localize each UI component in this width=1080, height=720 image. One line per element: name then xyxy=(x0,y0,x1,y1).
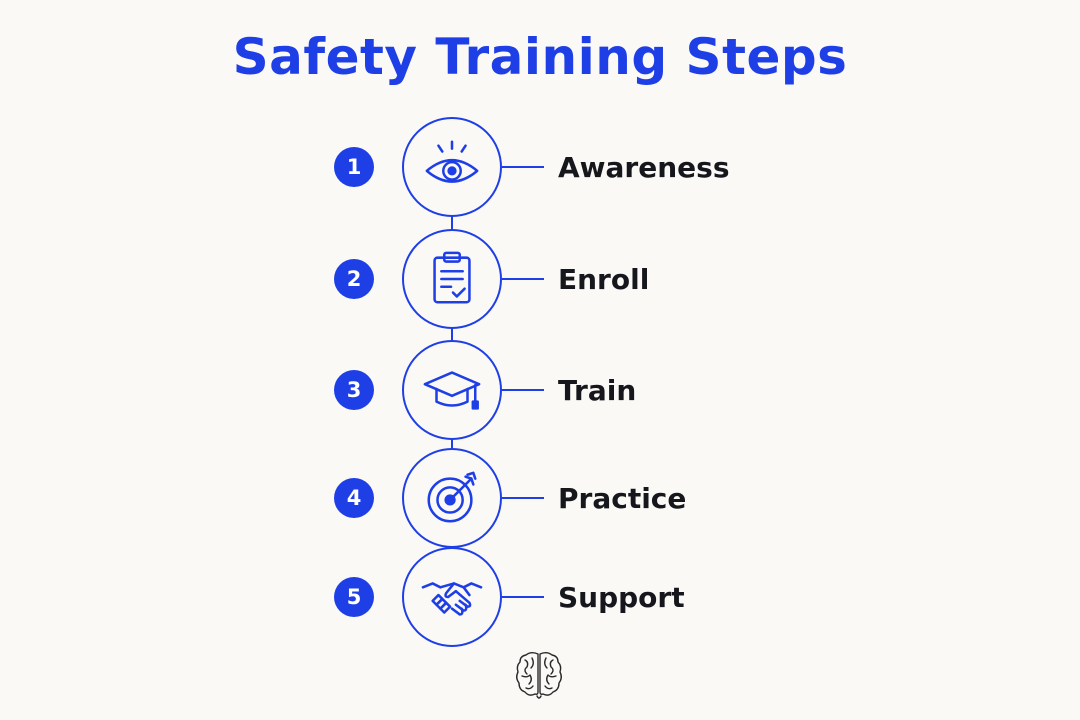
step-label: Train xyxy=(558,373,637,407)
step-connector-line xyxy=(500,166,544,168)
graduation-cap-icon xyxy=(402,340,502,440)
step-number-badge: 4 xyxy=(334,478,374,518)
step-4: 4 Practice xyxy=(0,448,1080,548)
step-connector-line xyxy=(500,389,544,391)
step-5: 5 Support xyxy=(0,547,1080,647)
step-connector-line xyxy=(500,278,544,280)
step-3: 3 Train xyxy=(0,340,1080,440)
step-connector-line xyxy=(500,596,544,598)
step-label: Enroll xyxy=(558,262,650,296)
step-connector-line xyxy=(500,497,544,499)
diagram-title: Safety Training Steps xyxy=(232,28,848,86)
eye-icon xyxy=(402,117,502,217)
brain-icon xyxy=(516,652,562,699)
target-icon xyxy=(402,448,502,548)
step-number-badge: 3 xyxy=(334,370,374,410)
step-label: Awareness xyxy=(558,150,730,184)
handshake-icon xyxy=(402,547,502,647)
step-number-badge: 2 xyxy=(334,259,374,299)
step-number-badge: 1 xyxy=(334,147,374,187)
step-1: 1 Awareness xyxy=(0,117,1080,217)
step-label: Practice xyxy=(558,481,687,515)
clipboard-icon xyxy=(402,229,502,329)
step-number-badge: 5 xyxy=(334,577,374,617)
step-2: 2 Enroll xyxy=(0,229,1080,329)
step-label: Support xyxy=(558,580,685,614)
